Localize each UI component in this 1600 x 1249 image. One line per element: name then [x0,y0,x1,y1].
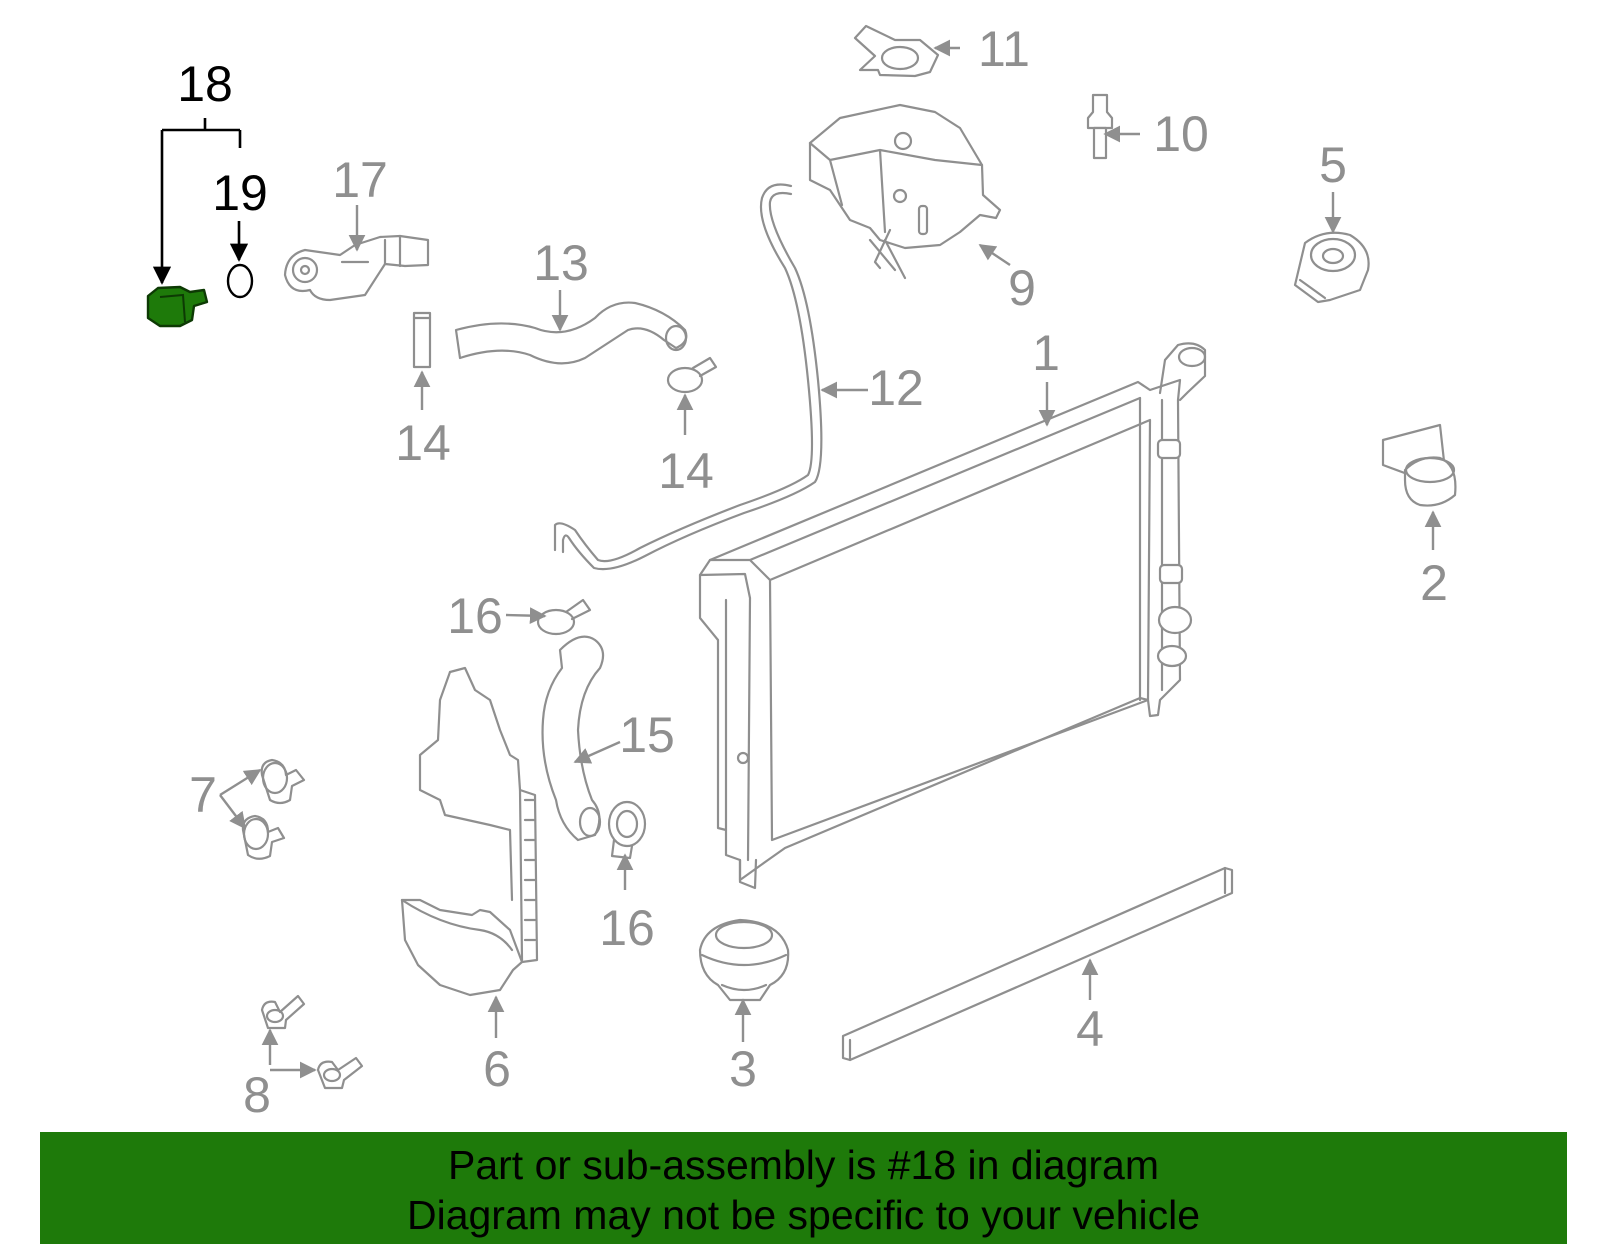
part-6-air-deflector[interactable] [400,666,539,997]
callout-14-right: 14 [658,443,714,499]
callout-12: 12 [868,360,924,416]
callout-19: 19 [212,165,268,221]
part-11-reservoir-cap-bracket[interactable] [853,24,940,78]
callout-6: 6 [483,1041,511,1097]
part-9-coolant-reservoir[interactable] [808,103,1002,280]
part-15-lower-radiator-hose[interactable] [541,635,605,842]
part-2-upper-insulator[interactable] [1381,423,1457,507]
part-13-upper-radiator-hose[interactable] [454,301,688,365]
callout-7: 7 [189,767,217,823]
part-16-hose-clamp-upper[interactable] [536,598,592,636]
part-8-bolt-upper[interactable] [260,994,306,1030]
callout-4: 4 [1076,1001,1104,1057]
callout-5: 5 [1319,137,1347,193]
callout-leaders [219,39,1442,1079]
notice-banner: Part or sub-assembly is #18 in diagram D… [40,1132,1567,1244]
part-8-bolt-lower[interactable] [316,1056,364,1090]
callout-18-bracket [152,118,249,285]
callout-2: 2 [1420,555,1448,611]
callout-14-left: 14 [395,415,451,471]
part-3-lower-insulator[interactable] [698,918,790,1002]
part-7-push-pin-upper[interactable] [260,758,306,805]
part-14-hose-clamp-right[interactable] [666,356,718,394]
part-18-drain-plug[interactable] [146,285,209,328]
callout-16-upper: 16 [447,588,503,644]
callout-1: 1 [1032,325,1060,381]
callout-10: 10 [1153,106,1209,162]
banner-line-2: Diagram may not be specific to your vehi… [406,1192,1200,1238]
part-19-o-ring[interactable] [226,263,254,299]
part-10-bolt[interactable] [1086,93,1114,160]
banner-line-1: Part or sub-assembly is #18 in diagram [448,1142,1159,1188]
callout-9: 9 [1008,260,1036,316]
part-5-pressure-cap[interactable] [1293,231,1370,304]
part-17-water-outlet[interactable] [283,234,430,302]
callout-11: 11 [978,21,1030,77]
callout-15: 15 [619,707,675,763]
part-12-overflow-hose[interactable] [553,183,823,571]
callout-13: 13 [533,235,589,291]
callout-3: 3 [729,1041,757,1097]
callout-17: 17 [332,152,388,208]
callout-8: 8 [243,1067,271,1123]
callout-16-lower: 16 [599,900,655,956]
part-14-hose-clamp-left[interactable] [412,311,432,369]
part-1-radiator[interactable] [698,342,1207,890]
callout-18: 18 [177,56,233,112]
part-7-push-pin-lower[interactable] [241,814,286,860]
part-16-hose-clamp-lower[interactable] [607,800,647,860]
part-4-seal-strip[interactable] [841,866,1234,1062]
